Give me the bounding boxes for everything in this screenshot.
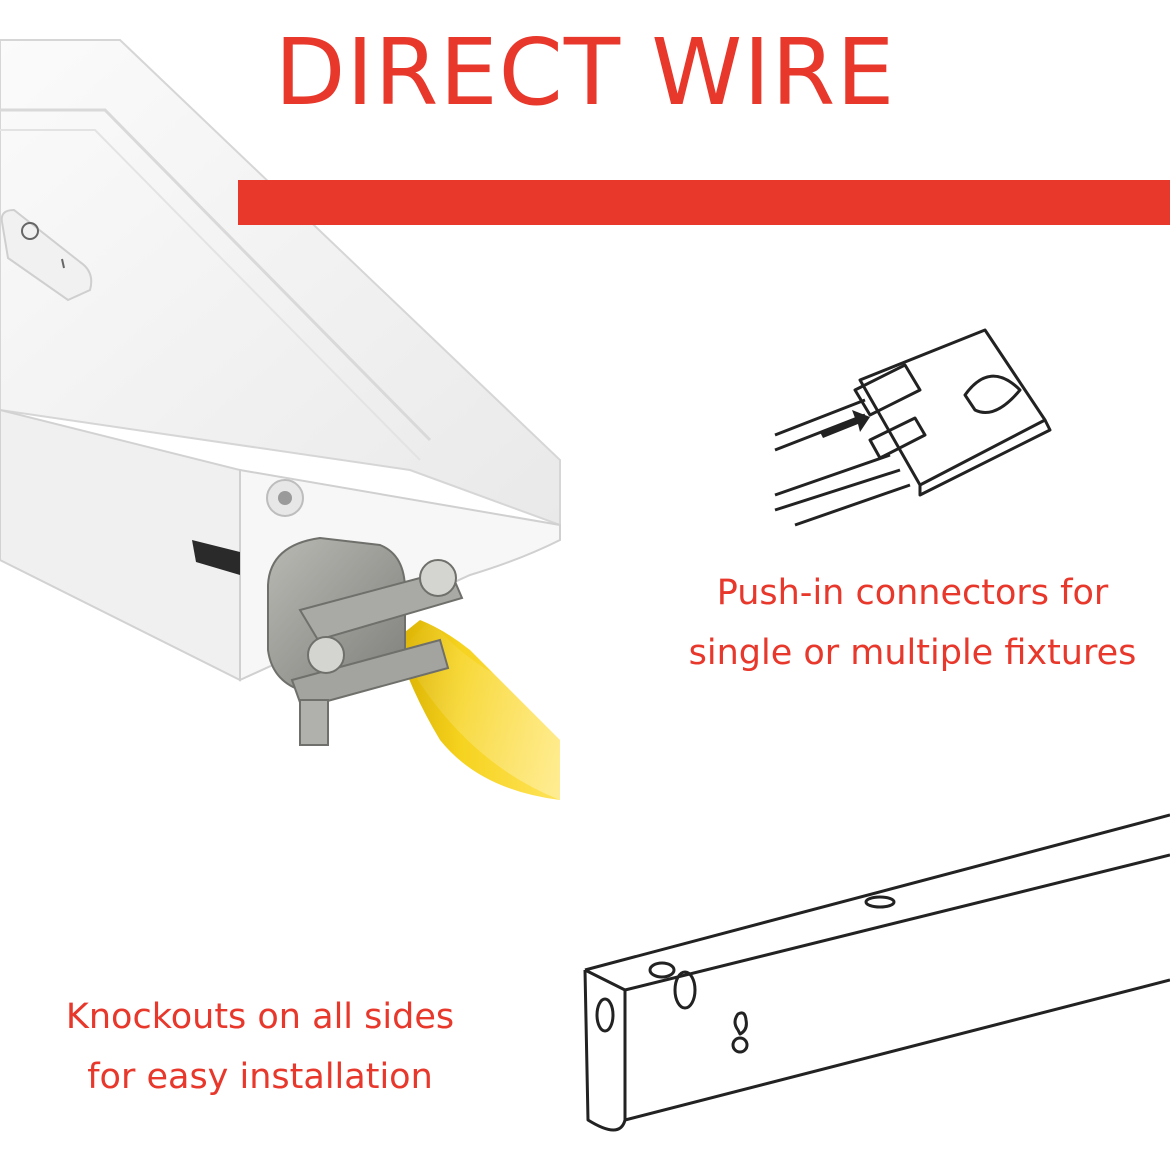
cable-clamp: [267, 536, 464, 746]
caption-line: Push-in connectors for: [716, 573, 1109, 613]
clamp-screw: [419, 559, 457, 597]
accent-bar: [238, 180, 1170, 225]
caption-line: single or multiple fixtures: [688, 633, 1137, 673]
push-in-connector-illustration: [774, 328, 1052, 527]
page-title: DIRECT WIRE: [274, 19, 896, 126]
arrow-icon: [820, 410, 870, 438]
rocker-switch: [0, 208, 93, 302]
feature-caption-knockouts: Knockouts on all sides for easy installa…: [20, 987, 500, 1107]
caption-line: for easy installation: [87, 1057, 433, 1097]
clamp-screw: [307, 636, 345, 674]
caption-line: Knockouts on all sides: [65, 997, 455, 1037]
knockout-fixture-illustration: [583, 813, 1170, 1132]
feature-caption-push-in: Push-in connectors for single or multipl…: [660, 563, 1165, 683]
